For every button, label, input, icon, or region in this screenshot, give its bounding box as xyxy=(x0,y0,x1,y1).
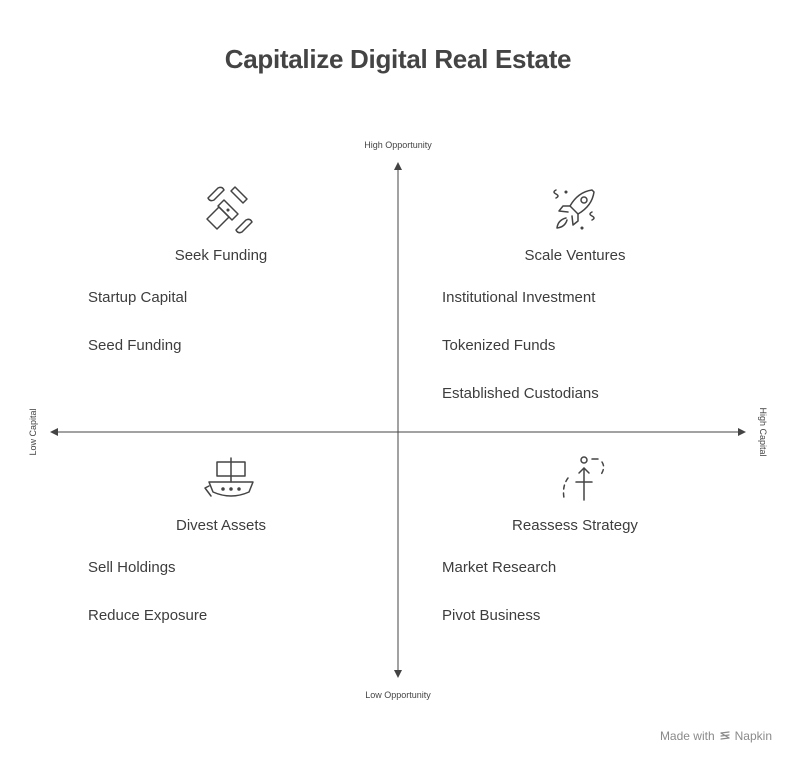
list-item: Tokenized Funds xyxy=(442,337,556,354)
satellite-icon xyxy=(206,186,253,234)
page-title: Capitalize Digital Real Estate xyxy=(224,44,572,74)
axis-label-high-capital: High Capital xyxy=(758,407,768,457)
list-item: Reduce Exposure xyxy=(88,607,208,624)
quadrant-title-reassess-strategy: Reassess Strategy xyxy=(512,517,638,534)
rocket-icon xyxy=(553,189,595,230)
brand-name: Napkin xyxy=(734,729,772,743)
quadrant-title-scale-ventures: Scale Ventures xyxy=(524,247,626,264)
list-item: Seed Funding xyxy=(88,337,182,354)
axis-label-low-capital: Low Capital xyxy=(28,408,38,456)
horizontal-axis xyxy=(50,428,746,436)
footer-attribution[interactable]: Made with Napkin xyxy=(660,729,772,743)
list-item: Institutional Investment xyxy=(442,289,596,306)
quadrant-title-seek-funding: Seek Funding xyxy=(174,247,268,264)
path-arrow-icon xyxy=(562,456,605,501)
list-item: Pivot Business xyxy=(442,607,541,624)
axis-label-low-opportunity: Low Opportunity xyxy=(365,690,431,700)
list-item: Established Custodians xyxy=(442,385,599,402)
vertical-axis xyxy=(394,162,402,678)
axis-label-high-opportunity: High Opportunity xyxy=(364,140,432,150)
napkin-logo-icon xyxy=(720,731,730,740)
ship-icon xyxy=(204,457,254,497)
list-item: Market Research xyxy=(442,559,557,576)
list-item: Startup Capital xyxy=(88,289,188,306)
made-with-label: Made with xyxy=(659,729,715,743)
list-item: Sell Holdings xyxy=(88,559,176,576)
quadrant-title-divest-assets: Divest Assets xyxy=(175,517,267,534)
